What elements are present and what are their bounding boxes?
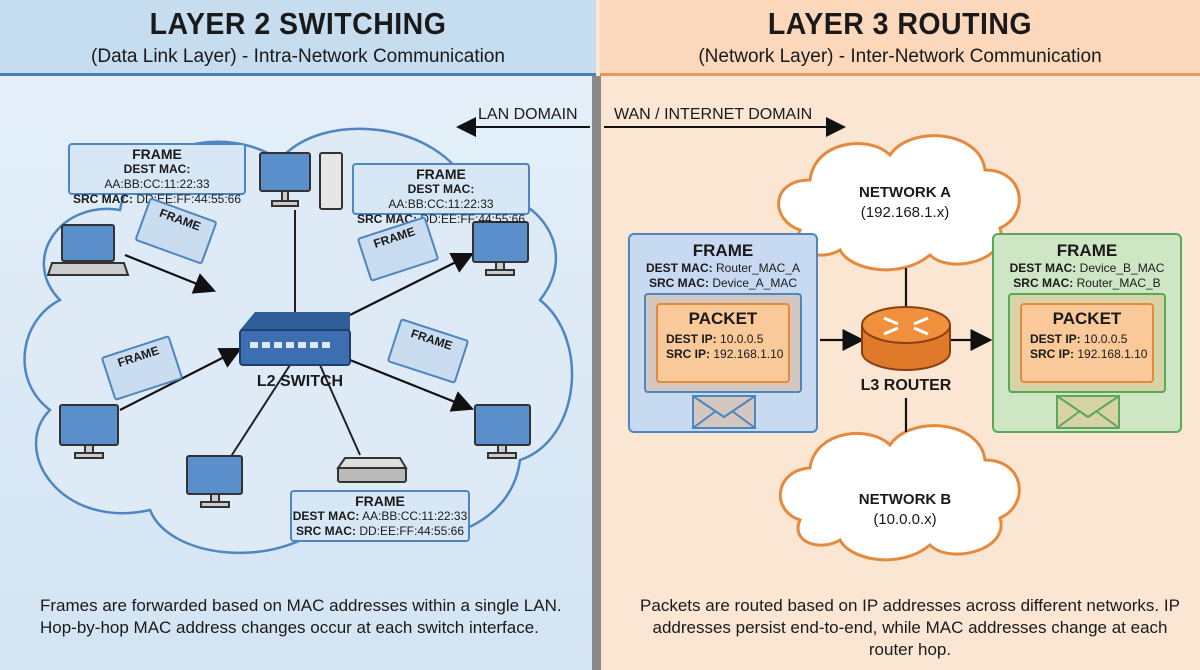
layer3-description: Packets are routed based on IP addresses… (640, 596, 1180, 659)
frame-box: FRAME DEST MAC: AA:BB:CC:11:22:33 SRC MA… (352, 163, 530, 226)
network-a-cloud (777, 134, 1021, 272)
monitor-icon (472, 221, 529, 276)
envelope-icon (1056, 395, 1120, 429)
network-appliance-icon (336, 457, 408, 483)
laptop-icon (46, 224, 130, 276)
wan-domain-label: WAN / INTERNET DOMAIN (614, 106, 813, 123)
frame-out-box: FRAME DEST MAC: Device_B_MAC SRC MAC: Ro… (992, 233, 1182, 433)
monitor-icon (474, 404, 531, 459)
packet-box: PACKET DEST IP: 10.0.0.5 SRC IP: 192.168… (656, 303, 790, 383)
packet-box: PACKET DEST IP: 10.0.0.5 SRC IP: 192.168… (1020, 303, 1154, 383)
lan-domain-label: LAN DOMAIN (478, 106, 578, 123)
network-b-cloud (778, 424, 1021, 562)
layer2-subtitle: (Data Link Layer) - Intra-Network Commun… (91, 46, 505, 67)
domain-divider (592, 76, 601, 670)
l3-router-label: L3 ROUTER (860, 377, 952, 394)
desktop-computer-icon (259, 152, 343, 210)
layer2-title: LAYER 2 SWITCHING (149, 6, 447, 41)
l2-switch-label: L2 SWITCH (256, 373, 344, 390)
frame-box: FRAME DEST MAC: AA:BB:CC:11:22:33 SRC MA… (68, 143, 246, 206)
layer3-subtitle: (Network Layer) - Inter-Network Communic… (698, 46, 1102, 67)
l2-switch-icon (239, 312, 351, 366)
frame-in-box: FRAME DEST MAC: Router_MAC_A SRC MAC: De… (628, 233, 818, 433)
frame-box: FRAME DEST MAC: AA:BB:CC:11:22:33 SRC MA… (290, 490, 470, 542)
monitor-icon (186, 455, 243, 508)
layer2-header: LAYER 2 SWITCHING (Data Link Layer) - In… (0, 0, 596, 76)
network-a-label: NETWORK A(192.168.1.x) (859, 184, 951, 221)
layer3-title: LAYER 3 ROUTING (767, 6, 1033, 41)
monitor-icon (59, 404, 119, 459)
layer2-description: Frames are forwarded based on MAC addres… (40, 596, 562, 637)
l3-router-icon (861, 306, 951, 371)
envelope-icon (692, 395, 756, 429)
network-b-label: NETWORK B(10.0.0.x) (858, 491, 952, 528)
layer3-header: LAYER 3 ROUTING (Network Layer) - Inter-… (600, 0, 1200, 76)
